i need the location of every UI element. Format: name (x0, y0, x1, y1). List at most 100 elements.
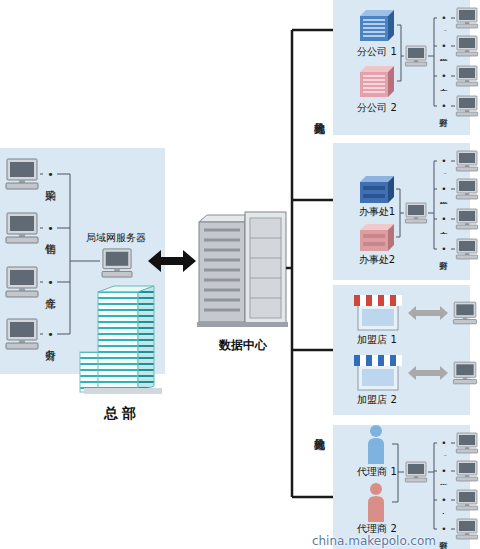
watermark: china.makepolo.com (300, 534, 436, 549)
computer-icon (405, 462, 426, 482)
node-label: 总 部 (80, 405, 160, 422)
node-text-group: 代理商 1 (348, 466, 406, 478)
agent: 代理商 1 (348, 424, 406, 478)
department-label: •销售 (437, 456, 451, 486)
node-label: 代理商 1 (348, 466, 406, 478)
node-label: 加盟店 2 (348, 394, 406, 406)
department-label: •采购 (437, 3, 451, 33)
rack-base (197, 322, 288, 327)
building-side (138, 286, 154, 392)
computer-icon (453, 362, 476, 384)
department-label: •财务 (437, 234, 451, 264)
branch-office: 办事处1 (348, 172, 406, 218)
node-label: 代理商 2 (348, 523, 406, 535)
server-computer-icon (102, 249, 132, 277)
department-label: •仓库 (437, 61, 451, 91)
computer-icon (405, 46, 426, 66)
computer-icon (405, 203, 426, 223)
branch-group-label: 异地分支机构 (312, 388, 327, 472)
server-rack (197, 212, 288, 327)
computer-icon (6, 213, 38, 243)
department-label: •仓库 (43, 265, 57, 299)
node-text-group: 办事处2 (348, 254, 406, 266)
computer-icon (6, 267, 38, 297)
computer-icon (453, 302, 476, 324)
node-label: 办事处2 (348, 254, 406, 266)
branch-company: 分公司 1 (348, 6, 406, 58)
computer-icon (456, 36, 477, 56)
person-icon (368, 425, 384, 464)
node-text-group: 局域网服务器 (84, 232, 148, 244)
computer-icon (456, 8, 477, 28)
computer-icon (456, 461, 477, 481)
department-label: •采购 (43, 157, 57, 191)
franchise-store: 加盟店 2 (348, 353, 406, 406)
headquarters-panel: 总 部 局域网服务器 (0, 148, 165, 422)
building-icon (360, 66, 394, 97)
rack-right (245, 212, 286, 324)
node-text-group: 代理商 2 (348, 523, 406, 535)
double-arrow-connector (148, 250, 196, 272)
department-label: •财务 (43, 317, 57, 351)
branch-panel-fill (333, 143, 470, 280)
person-icon (368, 483, 384, 522)
department-label: •采购 (437, 146, 451, 176)
node-label: 办事处1 (348, 206, 406, 218)
office-icon (360, 224, 394, 251)
lan-wire (40, 174, 100, 334)
computer-icon (6, 159, 38, 189)
rack-door (250, 218, 281, 318)
lan-server: 局域网服务器 (84, 232, 148, 290)
node-text-group: 办事处1 (348, 206, 406, 218)
computer-icon (456, 209, 477, 229)
computer-icon (456, 96, 477, 116)
branch-panel-fill (333, 285, 470, 415)
node-label: 数据中心 (196, 338, 290, 352)
node-label: 局域网服务器 (84, 232, 148, 244)
building-base (84, 388, 162, 394)
department-label: •仓库 (437, 204, 451, 234)
computer-icon (456, 179, 477, 199)
hq-building (80, 286, 162, 394)
rack-top (199, 215, 245, 222)
rack-door-lines (250, 238, 281, 298)
branch-company: 分公司 2 (348, 62, 406, 114)
department-label: •销售 (43, 211, 57, 245)
department-label: •仓库 (437, 485, 451, 515)
branch-group-label: 异地分支机构 (312, 72, 327, 156)
node-text-group: 加盟店 1 (348, 334, 406, 346)
data-center: 数据中心 (196, 212, 290, 352)
department-label: •采购 (437, 428, 451, 458)
branch-bracket (286, 30, 333, 497)
department-label: •销售 (437, 31, 451, 61)
computer-icon (456, 239, 477, 259)
office-icon (360, 176, 394, 203)
node-text-group: 分公司 2 (348, 102, 406, 114)
node-text-group: 总 部 (80, 405, 160, 422)
shop-icon (354, 295, 402, 330)
computer-icon (456, 519, 477, 539)
sync-arrow (408, 366, 448, 380)
shop-icon (354, 355, 402, 390)
node-text-group: 分公司 1 (348, 46, 406, 58)
computer-icon (6, 319, 38, 349)
computer-icon (456, 490, 477, 510)
building-front (98, 292, 138, 392)
franchise-store: 加盟店 1 (348, 293, 406, 346)
node-text-group: 加盟店 2 (348, 394, 406, 406)
sync-arrow (408, 306, 448, 320)
rack-slots (204, 230, 240, 310)
department-label: •销售 (437, 174, 451, 204)
department-label: •财务 (437, 514, 451, 544)
node-label: 加盟店 1 (348, 334, 406, 346)
branch-panel-fill (333, 0, 470, 135)
building-icon (360, 10, 394, 41)
node-label: 分公司 2 (348, 102, 406, 114)
branch-office: 办事处2 (348, 220, 406, 266)
computer-icon (456, 151, 477, 171)
node-label: 分公司 1 (348, 46, 406, 58)
computer-icon (456, 433, 477, 453)
